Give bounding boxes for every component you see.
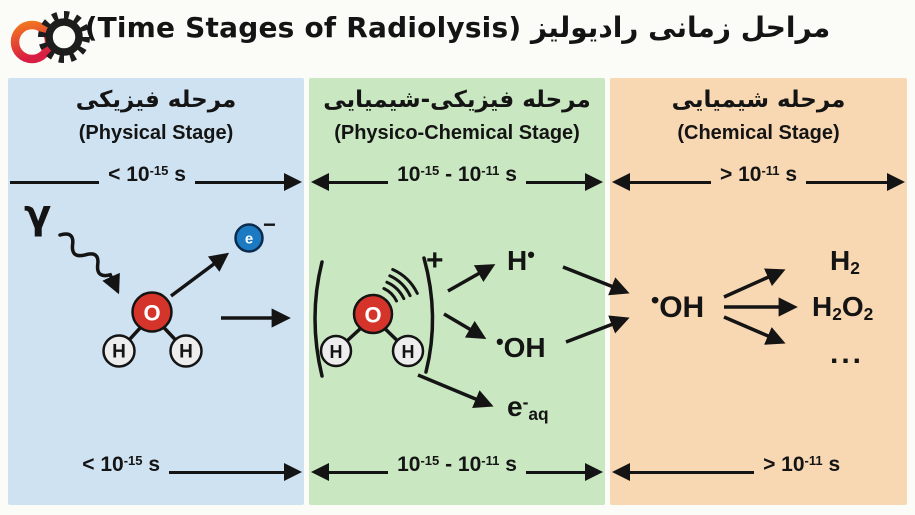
stage-title-en: (Chemical Stage) xyxy=(677,122,840,144)
arrow-right-icon xyxy=(284,463,302,481)
timeline-top-physical: < 10-15 s xyxy=(10,163,303,198)
time-range-label: 10-15 - 10-11 s xyxy=(397,163,517,186)
timeline-line xyxy=(630,180,711,184)
product-h2: H2 xyxy=(830,245,860,279)
time-range-label: > 10-11 s xyxy=(719,163,798,186)
species-oh-radical-chemical: •OH xyxy=(651,287,705,324)
arrow-left-icon xyxy=(311,463,329,481)
arrow-right-icon xyxy=(585,463,603,481)
timeline-line xyxy=(525,470,585,474)
species-h-radical: H• xyxy=(507,241,535,276)
logo-gear-ring xyxy=(45,18,83,56)
timeline-bottom-chemical: > 10-11 s xyxy=(612,453,905,488)
electron-charge-sign: − xyxy=(263,212,276,237)
arrow-right-icon xyxy=(887,173,906,191)
time-range-label: < 10-15 s xyxy=(108,163,186,186)
timeline-line xyxy=(169,470,284,474)
timeline-bottom-physical: < 10-15 s xyxy=(10,453,302,488)
timeline-line xyxy=(329,470,389,474)
timeline-line xyxy=(194,180,285,184)
timeline-line xyxy=(10,180,100,184)
product-more: ... xyxy=(830,337,865,370)
brand-logo xyxy=(10,11,90,64)
arrow-left-icon xyxy=(612,463,630,481)
timeline-line xyxy=(806,180,888,184)
species-hydrated-electron: e-aq xyxy=(507,391,549,425)
arrow-left-icon xyxy=(311,173,329,191)
arrow-right-icon xyxy=(585,173,603,191)
figure-title: مراحل زمانی رادیولیز (Time Stages of Rad… xyxy=(84,11,831,44)
arrow-left-icon xyxy=(612,173,630,191)
cation-charge-sign: + xyxy=(426,244,444,277)
timeline-top-physico-chemical: 10-15 - 10-11 s xyxy=(311,163,603,198)
time-range-label: < 10-15 s xyxy=(82,453,161,476)
stage-panel-physical: مرحله فیزیکی (Physical Stage) < 10-15 s … xyxy=(8,78,304,505)
stage-title-fa: مرحله فیزیکی-شیمیایی xyxy=(323,87,591,113)
timeline-line xyxy=(329,180,389,184)
gamma-ray-symbol: γ xyxy=(24,192,52,238)
timeline-bottom-physico-chemical: 10-15 - 10-11 s xyxy=(311,453,603,488)
logo-gear-teeth xyxy=(38,11,90,63)
time-range-label: > 10-11 s xyxy=(763,453,841,476)
time-range-label: 10-15 - 10-11 s xyxy=(397,453,517,476)
stage-title-fa: مرحله شیمیایی xyxy=(671,87,846,113)
timeline-line xyxy=(525,180,585,184)
timeline-top-chemical: > 10-11 s xyxy=(612,163,906,198)
product-h2o2: H2O2 xyxy=(812,291,874,325)
arrow-right-icon xyxy=(284,173,303,191)
stage-title-en: (Physico-Chemical Stage) xyxy=(334,122,580,144)
stage-title-en: (Physical Stage) xyxy=(78,122,234,144)
stage-title-fa: مرحله فیزیکی xyxy=(75,87,237,113)
timeline-line xyxy=(630,470,755,474)
stage-panel-physico-chemical: مرحله فیزیکی-شیمیایی (Physico-Chemical S… xyxy=(309,78,605,505)
species-oh-radical: •OH xyxy=(496,328,546,363)
